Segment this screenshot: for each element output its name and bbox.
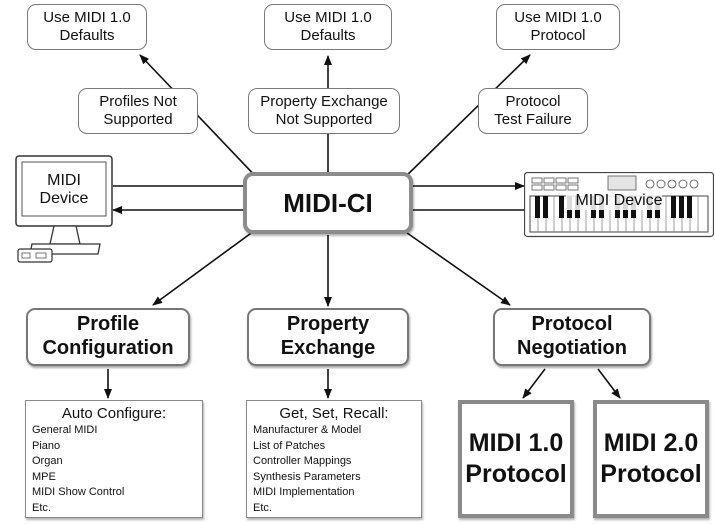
midi-ci-box: MIDI-CI	[243, 172, 413, 234]
midi-1-protocol-box: MIDI 1.0 Protocol	[458, 400, 574, 518]
midi-2-protocol-box: MIDI 2.0 Protocol	[593, 400, 709, 518]
protocol-negotiation-box: Protocol Negotiation	[493, 308, 651, 366]
list-item: MIDI Implementation	[253, 486, 355, 498]
property-list-box: Get, Set, Recall: Manufacturer & Model L…	[246, 400, 422, 518]
arrow-to-profile-configuration	[152, 227, 259, 306]
arrow-to-profile-defaults	[139, 54, 263, 184]
profile-list-title: Auto Configure:	[61, 405, 167, 422]
profile-configuration-box: Profile Configuration	[26, 308, 190, 366]
right-device-label: MIDI Device	[575, 192, 663, 209]
profile-list: General MIDI Piano Organ MPE MIDI Show C…	[26, 423, 202, 516]
condition-box-protocol-test-failure: Protocol Test Failure	[478, 88, 588, 134]
outcome-box-profiles-defaults: Use MIDI 1.0 Defaults	[27, 4, 147, 50]
list-item: Piano	[32, 439, 61, 452]
arrow-to-protocol-negotiation	[399, 227, 511, 306]
condition-box-profiles-not-supported: Profiles Not Supported	[78, 88, 198, 134]
left-device-label: MIDI Device	[39, 172, 89, 208]
property-list: Manufacturer & Model List of Patches Con…	[247, 423, 421, 516]
list-item: Controller Mappings	[253, 455, 352, 467]
property-exchange-box: Property Exchange	[247, 308, 409, 366]
property-list-title: Get, Set, Recall:	[279, 405, 389, 422]
list-item: Synthesis Parameters	[253, 470, 361, 483]
profile-list-box: Auto Configure: General MIDI Piano Organ…	[25, 400, 203, 518]
arrow-to-midi1-protocol	[522, 368, 546, 399]
condition-box-property-not-supported: Property Exchange Not Supported	[248, 88, 400, 134]
list-item: MPE	[32, 470, 56, 483]
list-item: Organ	[32, 455, 63, 467]
outcome-box-protocol-fallback: Use MIDI 1.0 Protocol	[496, 4, 620, 50]
list-item: Etc.	[32, 501, 51, 514]
list-item: Etc.	[253, 501, 272, 514]
list-item: Manufacturer & Model	[253, 424, 362, 436]
arrow-to-midi2-protocol	[597, 368, 621, 399]
list-item: MIDI Show Control	[32, 486, 125, 498]
arrow-to-protocol-fallback	[399, 54, 531, 183]
list-item: List of Patches	[253, 439, 326, 452]
list-item: General MIDI	[32, 424, 98, 436]
computer-icon	[15, 155, 113, 263]
outcome-box-property-defaults: Use MIDI 1.0 Defaults	[264, 4, 392, 50]
keyboard-icon	[524, 172, 714, 238]
